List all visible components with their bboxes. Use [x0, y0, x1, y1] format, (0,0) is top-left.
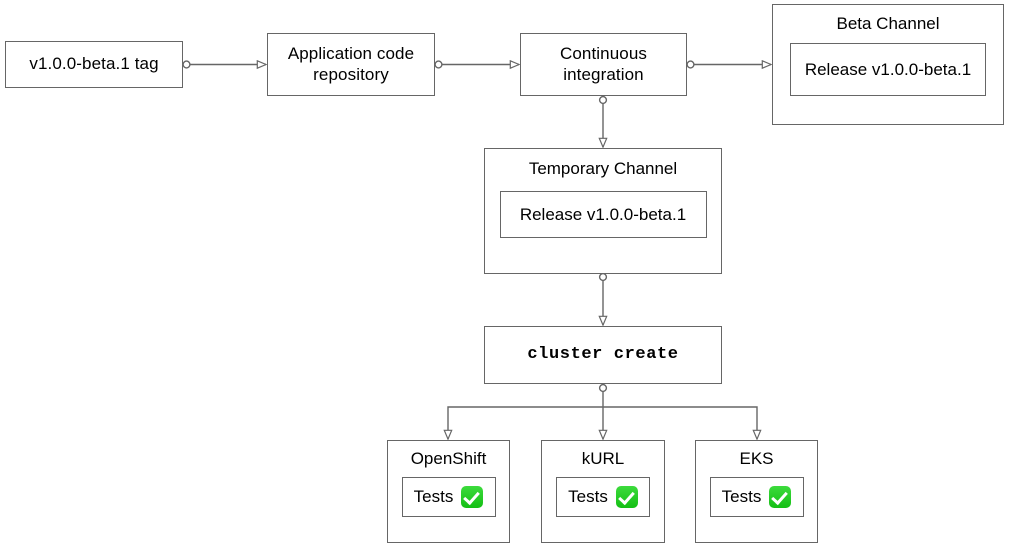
group-openshift-title: OpenShift [410, 449, 487, 468]
group-openshift[interactable]: OpenShift Tests [387, 440, 510, 543]
group-kurl-title: kURL [581, 449, 625, 468]
kurl-tests-box[interactable]: Tests [556, 477, 650, 517]
beta-channel-release-label: Release v1.0.0-beta.1 [804, 59, 972, 79]
beta-channel-release-box[interactable]: Release v1.0.0-beta.1 [790, 43, 986, 96]
group-beta-channel[interactable]: Beta Channel Release v1.0.0-beta.1 [772, 4, 1004, 125]
green-check-icon [615, 486, 638, 508]
green-check-icon [769, 486, 792, 508]
edge-ci-to-beta-channel [686, 61, 771, 68]
openshift-tests-label: Tests [413, 487, 454, 506]
group-eks[interactable]: EKS Tests [695, 440, 818, 543]
green-check-icon [461, 486, 484, 508]
group-beta-channel-title: Beta Channel [836, 14, 940, 33]
group-kurl[interactable]: kURL Tests [541, 440, 665, 543]
group-temporary-channel[interactable]: Temporary Channel Release v1.0.0-beta.1 [484, 148, 722, 274]
edge-cluster-create-to-platforms [448, 383, 757, 439]
node-version-tag-label: v1.0.0-beta.1 tag [29, 54, 159, 74]
eks-tests-label: Tests [721, 487, 762, 506]
eks-tests-box[interactable]: Tests [709, 477, 804, 517]
group-temporary-channel-title: Temporary Channel [528, 159, 678, 178]
edge-repo-to-ci [434, 61, 519, 68]
node-version-tag[interactable]: v1.0.0-beta.1 tag [5, 41, 183, 88]
temporary-channel-release-box[interactable]: Release v1.0.0-beta.1 [499, 191, 707, 238]
node-cluster-create[interactable]: cluster create [484, 326, 722, 384]
node-cluster-create-label: cluster create [527, 344, 679, 364]
temporary-channel-release-label: Release v1.0.0-beta.1 [519, 204, 687, 224]
node-application-code-repository[interactable]: Application code repository [267, 33, 435, 96]
group-eks-title: EKS [739, 449, 774, 468]
node-continuous-integration-label: Continuous integration [559, 43, 647, 84]
edge-tag-to-repo [182, 61, 266, 68]
openshift-tests-box[interactable]: Tests [401, 477, 496, 517]
node-application-code-repository-label: Application code repository [287, 43, 415, 84]
kurl-tests-label: Tests [568, 487, 608, 506]
edge-ci-to-temporary-channel [600, 95, 607, 147]
edge-temporary-channel-to-cluster-create [600, 272, 607, 325]
node-continuous-integration[interactable]: Continuous integration [520, 33, 687, 96]
